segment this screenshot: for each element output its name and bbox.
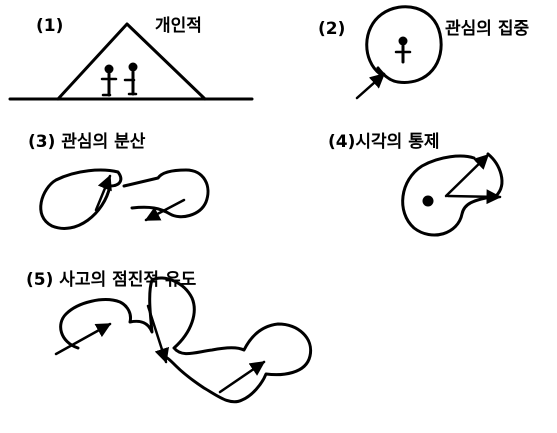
panel-2-group [357, 7, 441, 98]
stick-figure-left [102, 65, 116, 96]
panel-3-group [41, 170, 208, 228]
stick-figure-center [396, 37, 410, 63]
panel-2-label: 관심의 집중 [445, 21, 529, 38]
panel-1-number: (1) [36, 18, 63, 35]
stick-figure-right [125, 63, 138, 95]
control-shape [403, 154, 502, 235]
panel-3-label: (3) 관심의 분산 [28, 134, 145, 151]
panel-4-group [403, 154, 502, 235]
panel-5-label: (5) 사고의 점진적 유도 [26, 272, 196, 289]
panel-2-number: (2) [318, 21, 345, 38]
arrow-in [357, 74, 384, 98]
panel-1-label: 개인적 [155, 18, 202, 35]
panel-5-group [56, 278, 311, 402]
arrow-up [446, 155, 488, 196]
arrow-descend [148, 306, 166, 362]
panel-4-label: (4)시각의 통제 [328, 134, 440, 151]
induction-path [61, 278, 311, 402]
arrow-right [448, 196, 500, 197]
center-dot [423, 196, 434, 207]
